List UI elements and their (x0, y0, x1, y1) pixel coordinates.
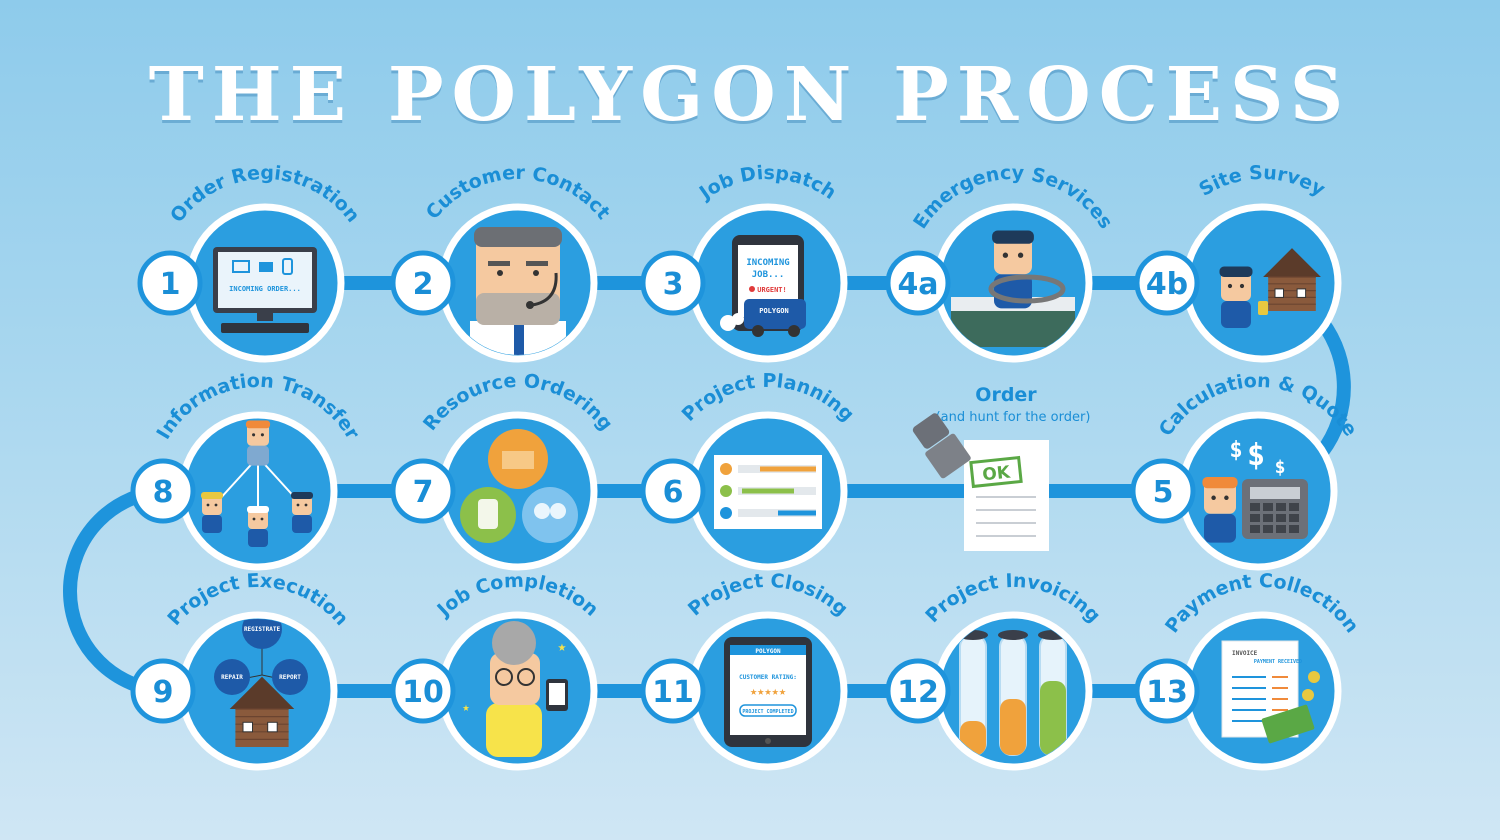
step-number-badge (885, 658, 951, 724)
project-completed-text: PROJECT COMPLETED (742, 709, 793, 715)
step-number-badge (390, 658, 456, 724)
step-number-badge (640, 658, 706, 724)
phone-job-text: JOB... (752, 270, 785, 280)
step-illustration: INVOICE PAYMENT RECEIVED (1221, 640, 1320, 744)
step-illustration: REGISTRATE REPAIR REPORT (214, 619, 308, 747)
step-11: POLYGON CUSTOMER RATING: ★★★★★ PROJECT COMP… (640, 570, 852, 771)
step-number: 3 (663, 267, 684, 302)
order-note-subtitle: (and hunt for the order) (936, 410, 1091, 425)
step-number-badge (640, 458, 706, 524)
step-number: 4a (897, 267, 938, 302)
step-number: 2 (413, 267, 434, 302)
step-number: 7 (413, 475, 434, 510)
rating-stars-icon: ★★★★★ (750, 684, 786, 698)
step-number: 5 (1153, 475, 1174, 510)
step-number: 12 (897, 675, 939, 710)
step-number-badge (130, 658, 196, 724)
balloon-report-text: REPORT (279, 674, 301, 681)
step-illustration (714, 455, 822, 529)
step-illustration (958, 630, 1068, 756)
page-title: THE POLYGON PROCESS (148, 52, 1352, 138)
step-number-badge (1130, 458, 1196, 524)
tablet-brand-text: POLYGON (755, 648, 781, 655)
step-illustration: POLYGON CUSTOMER RATING: ★★★★★ PROJECT COMP… (724, 637, 812, 747)
step-number: 1 (160, 267, 181, 302)
stamp-icon (912, 413, 950, 449)
phone-urgent-text: URGENT! (757, 286, 787, 294)
step-illustration (460, 429, 578, 543)
step-illustration (951, 230, 1075, 347)
invoice-text: INVOICE (1232, 650, 1258, 657)
order-document (964, 440, 1049, 551)
payment-received-text: PAYMENT RECEIVED (1254, 659, 1302, 665)
balloon-registrate-text: REGISTRATE (244, 626, 281, 633)
step-illustration: ★★ (462, 621, 568, 757)
step-number: 10 (402, 675, 444, 710)
dollar-icon: $ (1247, 438, 1265, 473)
step-3: INCOMING JOB... URGENT! POLYGON 3 Job Dispatc… (640, 162, 848, 363)
balloon-repair-text: REPAIR (221, 674, 243, 681)
stamp-ok-text: OK (981, 463, 1011, 486)
step-illustration (470, 227, 566, 355)
step-number-badge (1134, 658, 1200, 724)
step-label: Job Dispatch (694, 162, 840, 205)
dollar-icon: $ (1275, 457, 1286, 478)
step-illustration (1219, 248, 1321, 328)
step-illustration (201, 420, 313, 547)
star-icon: ★ (462, 700, 469, 714)
step-illustration: INCOMING ORDER... (213, 247, 317, 333)
step-number-badge (640, 250, 706, 316)
incoming-order-text: INCOMING ORDER... (229, 285, 301, 293)
step-number-badge (885, 250, 951, 316)
step-number-badge (1134, 250, 1200, 316)
step-number: 13 (1146, 675, 1188, 710)
order-note-title: Order (975, 384, 1037, 406)
step-number-badge (390, 458, 456, 524)
step-number-badge (137, 250, 203, 316)
customer-rating-text: CUSTOMER RATING: (739, 674, 797, 681)
dollar-icon: $ (1229, 438, 1242, 463)
step-number-badge (130, 458, 196, 524)
step-number: 9 (153, 675, 174, 710)
step-number: 4b (1146, 267, 1188, 302)
step-number-badge (390, 250, 456, 316)
step-label: Site Survey (1195, 162, 1329, 201)
step-number: 8 (153, 475, 174, 510)
step-number: 6 (663, 475, 684, 510)
van-brand-text: POLYGON (759, 307, 789, 315)
star-icon: ★ (558, 639, 567, 655)
order-note: Order (and hunt for the order) OK (912, 384, 1091, 551)
step-number: 11 (652, 675, 694, 710)
step-illustration: INCOMING JOB... URGENT! POLYGON (720, 235, 806, 337)
step-illustration: $$$ (1202, 438, 1308, 543)
phone-incoming-text: INCOMING (746, 258, 789, 268)
